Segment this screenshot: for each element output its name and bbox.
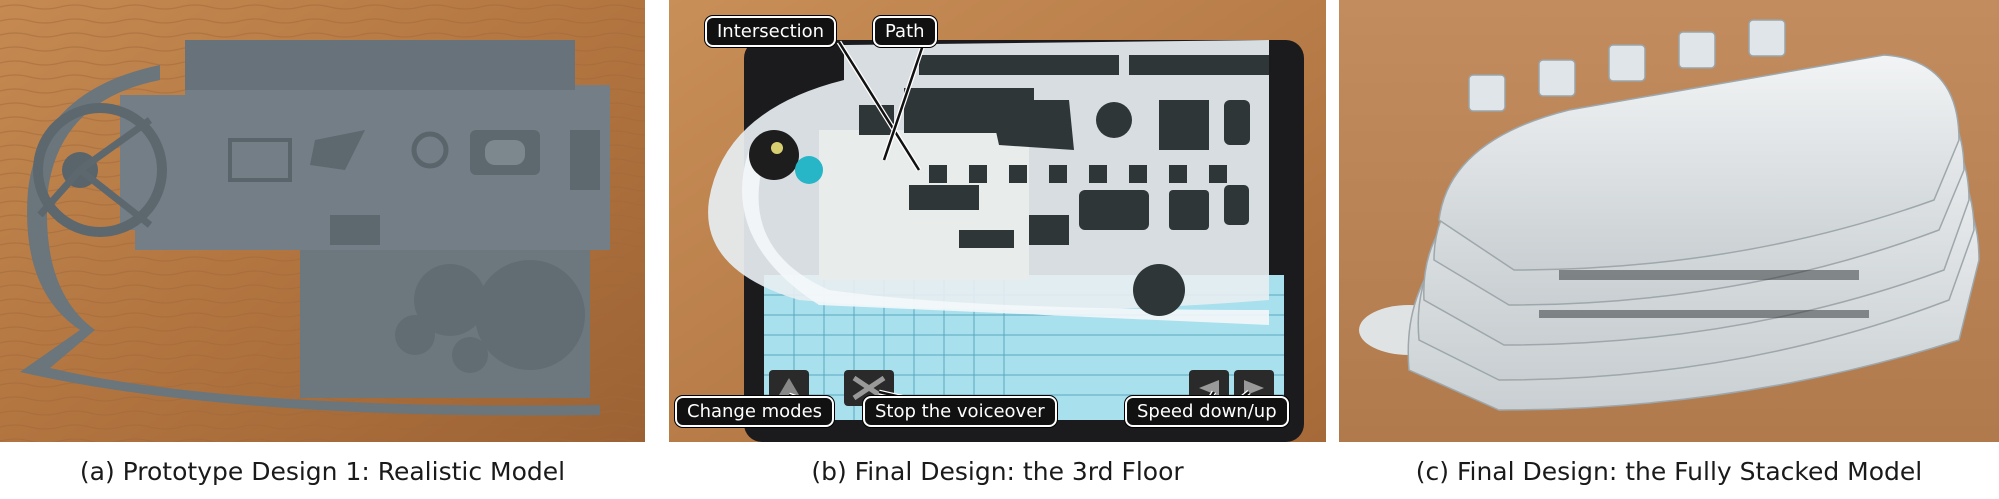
caption-panel-c: (c) Final Design: the Fully Stacked Mode… [1415, 457, 1923, 486]
photo-realistic-model [0, 0, 645, 442]
callout-stop-voiceover: Stop the voiceover [863, 396, 1057, 427]
callout-change-modes: Change modes [675, 396, 835, 427]
photo-third-floor: Intersection Path Change modes Stop the … [669, 0, 1326, 442]
caption-panel-a: (a) Prototype Design 1: Realistic Model [79, 457, 566, 486]
callout-speed: Speed down/up [1125, 396, 1289, 427]
stacked-model-image [1339, 0, 1999, 442]
callout-intersection: Intersection [705, 16, 837, 47]
photo-stacked-model [1339, 0, 1999, 442]
third-floor-image [669, 0, 1326, 442]
callout-path: Path [873, 16, 937, 47]
realistic-model-image [0, 0, 645, 442]
caption-panel-b: (b) Final Design: the 3rd Floor [811, 457, 1184, 486]
